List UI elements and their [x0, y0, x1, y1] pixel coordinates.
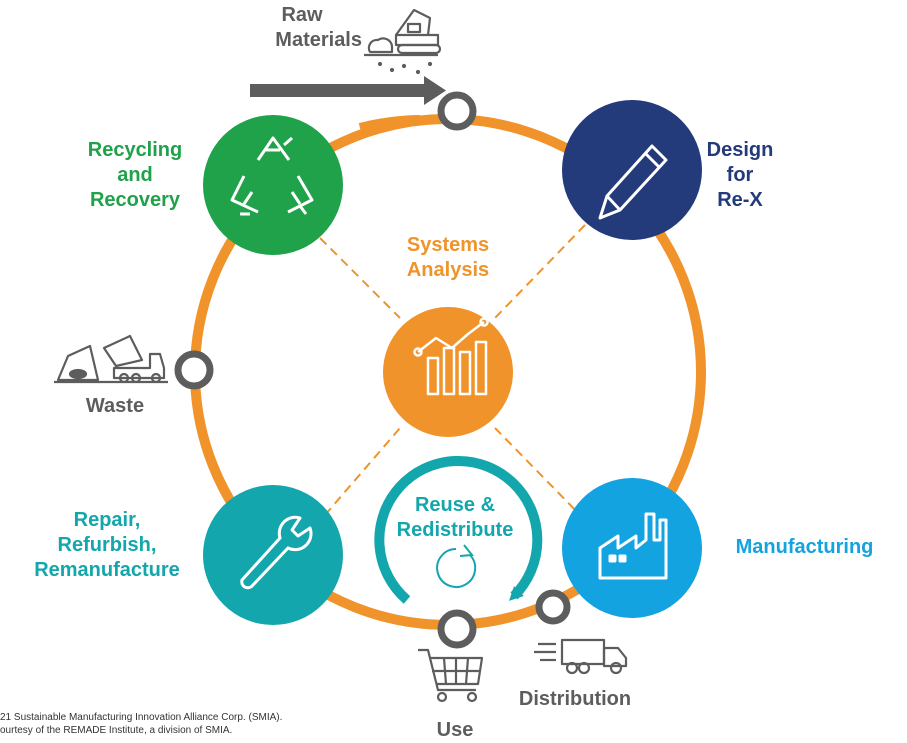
design-line3: Re-X — [717, 189, 763, 211]
recycling-line2: and — [117, 164, 153, 186]
repair-line3: Remanufacture — [34, 559, 180, 581]
recycling-line3: Recovery — [89, 189, 181, 211]
manufacturing-circle — [562, 478, 702, 618]
recycling-line1: Recycling — [87, 139, 183, 161]
waste-label: Waste — [85, 395, 145, 417]
use-label: Use — [436, 719, 474, 741]
raw-materials-label: Raw Materials — [242, 3, 362, 53]
distribution-label: Distribution — [518, 688, 632, 710]
copyright-line2: ourtesy of the REMADE Institute, a divis… — [0, 725, 233, 736]
flow-nodes — [174, 91, 571, 649]
dashed-spokes — [319, 224, 586, 521]
analytics-chart-icon — [413, 317, 489, 396]
design-line2: for — [726, 164, 754, 186]
reuse-circular-arrow — [374, 456, 543, 604]
raw-materials-line2: Materials — [275, 29, 362, 51]
pencil-icon — [598, 144, 668, 220]
waste-node — [174, 350, 214, 390]
ring-arrow — [358, 115, 424, 133]
dump-truck-icon — [54, 334, 168, 384]
distribution-node — [535, 589, 571, 625]
manufacturing-label: Manufacturing — [735, 536, 874, 558]
repair-line2: Refurbish, — [57, 534, 157, 556]
systems-line1: Systems — [406, 234, 490, 256]
recycling-circle — [203, 115, 343, 255]
recycling-label: Recycling and Recovery — [70, 138, 200, 213]
excavator-icon — [364, 8, 442, 75]
systems-circle — [383, 307, 513, 437]
delivery-truck-icon — [534, 638, 628, 675]
copyright-notice: 21 Sustainable Manufacturing Innovation … — [0, 711, 420, 737]
reuse-line1: Reuse & — [414, 494, 496, 516]
design-line1: Design — [706, 139, 774, 161]
raw-materials-arrow — [250, 76, 446, 105]
wrench-icon — [240, 515, 313, 590]
design-label: Design for Re-X — [700, 138, 780, 213]
use-node — [437, 609, 477, 649]
refresh-icon — [436, 544, 477, 588]
repair-line1: Repair, — [73, 509, 141, 531]
systems-line2: Analysis — [406, 259, 490, 281]
reuse-label: Reuse & Redistribute — [380, 493, 530, 543]
recycle-icon — [230, 136, 314, 216]
shopping-cart-icon — [418, 648, 484, 703]
raw-materials-line1: Raw — [281, 4, 323, 26]
factory-icon — [598, 512, 668, 580]
reuse-line2: Redistribute — [396, 519, 514, 541]
raw-materials-node — [437, 91, 477, 131]
systems-label: Systems Analysis — [388, 233, 508, 283]
copyright-line1: 21 Sustainable Manufacturing Innovation … — [0, 712, 283, 723]
repair-circle — [203, 485, 343, 625]
repair-label: Repair, Refurbish, Remanufacture — [22, 508, 192, 583]
